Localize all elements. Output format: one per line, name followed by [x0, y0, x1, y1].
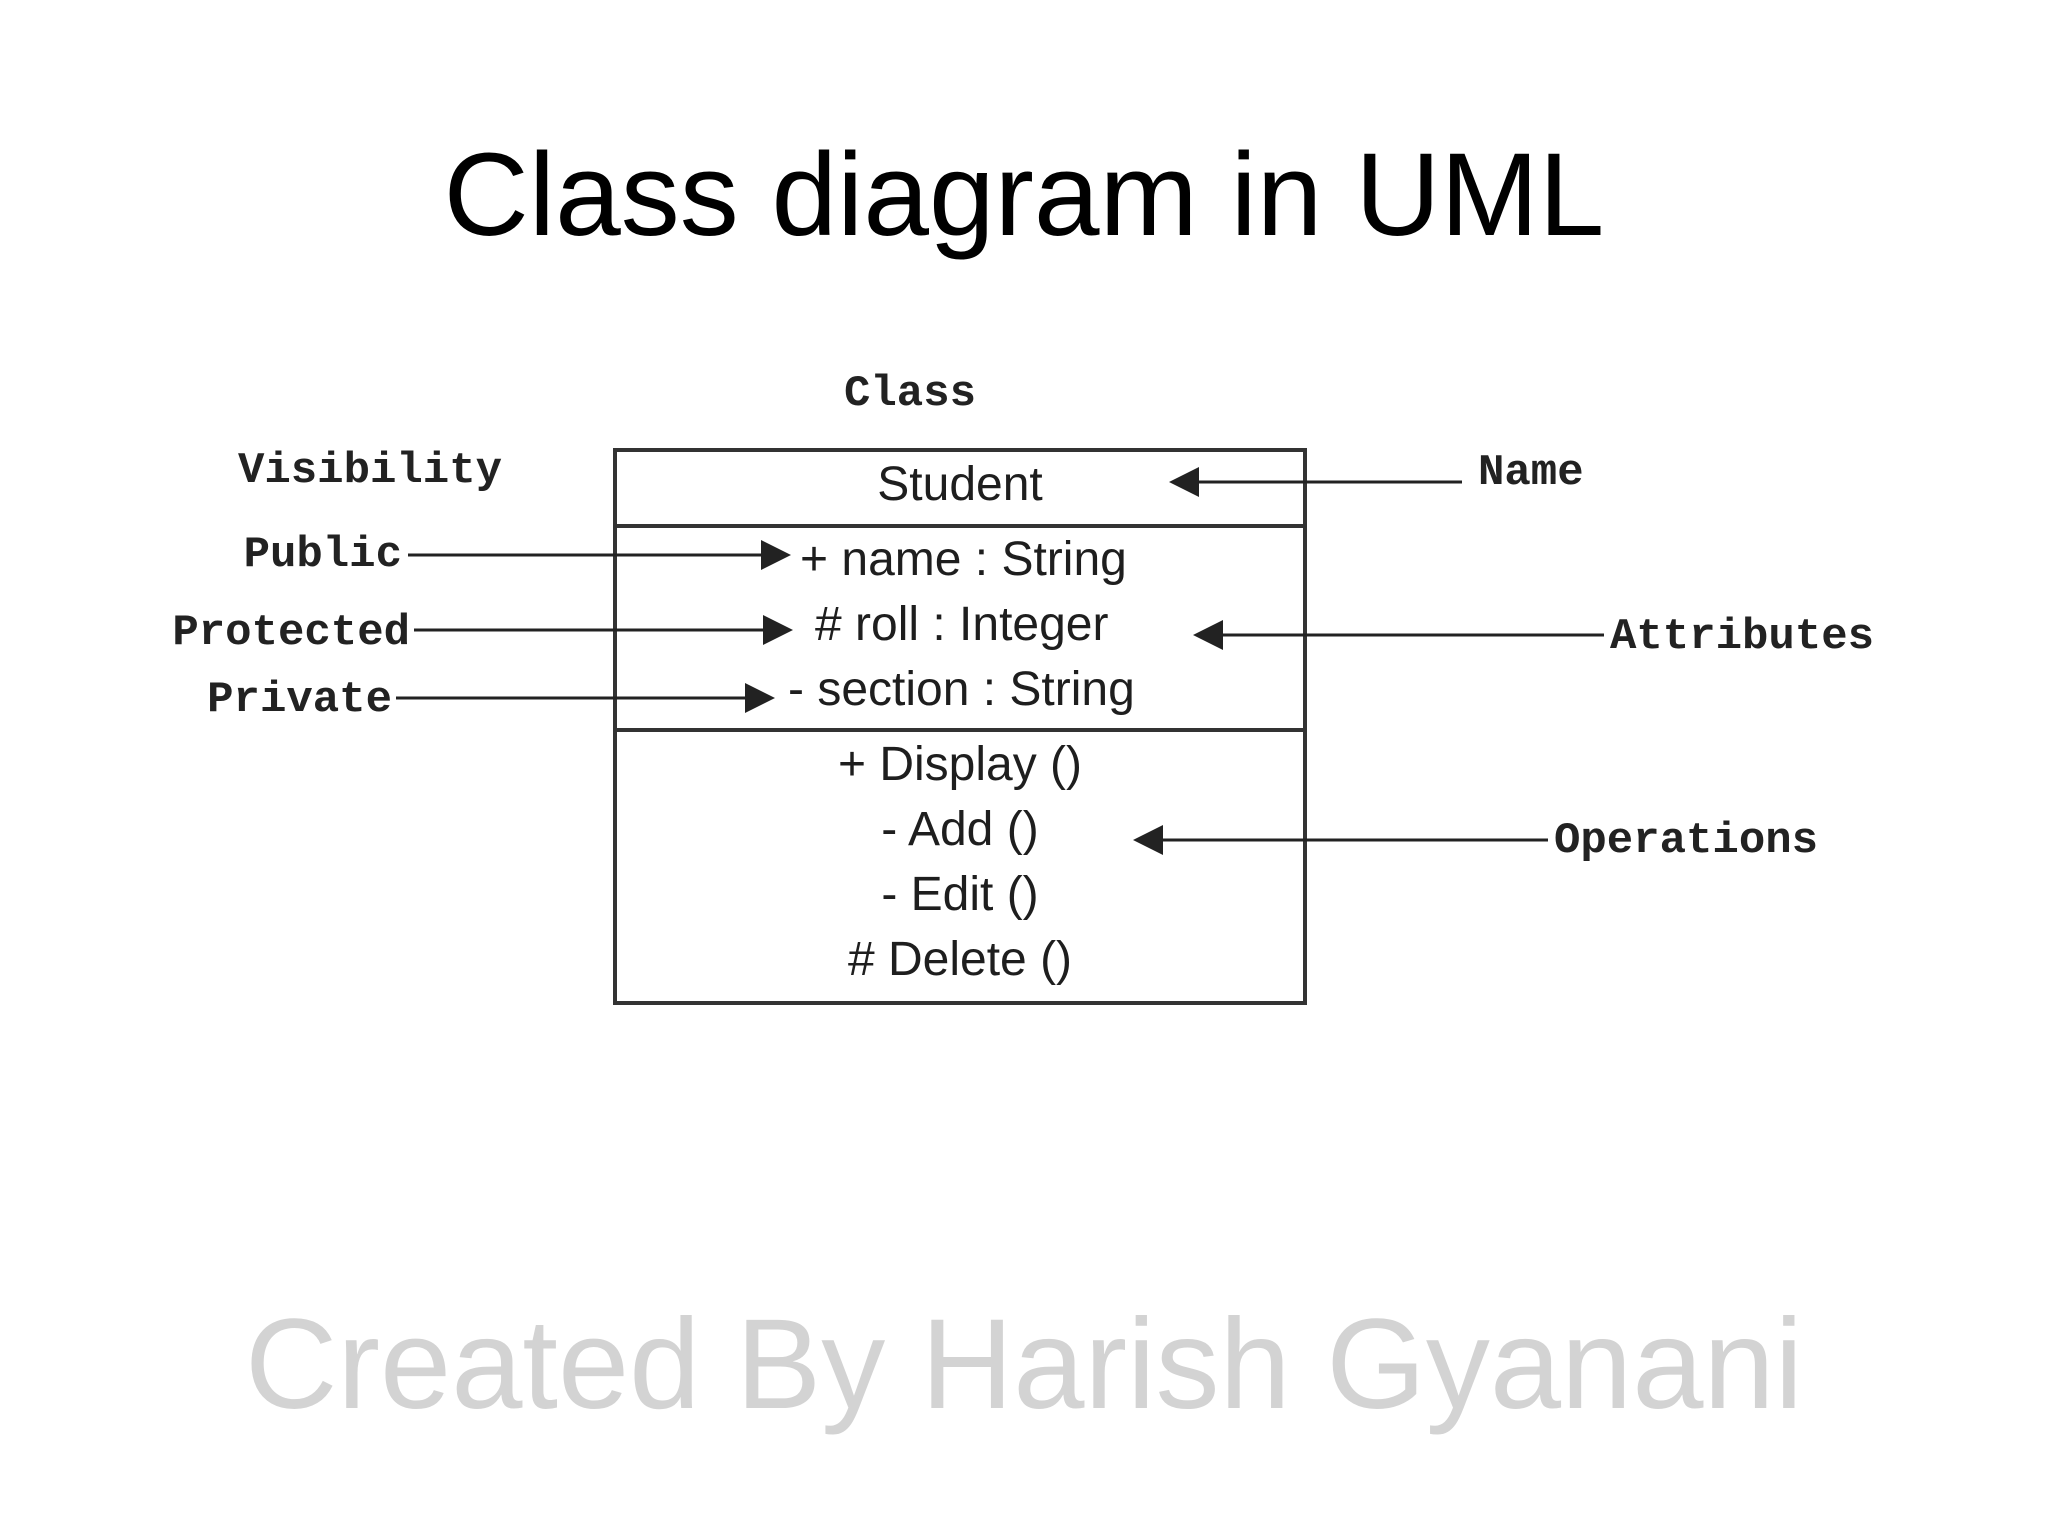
operation-display: + Display () — [838, 738, 1082, 791]
operations-callout: Operations — [1554, 816, 1818, 866]
attribute-protected: # roll : Integer — [815, 598, 1109, 651]
class-name: Student — [877, 458, 1042, 511]
attribute-public: + name : String — [800, 533, 1127, 586]
visibility-private-label: Private — [207, 675, 392, 725]
operation-delete: # Delete () — [848, 933, 1072, 986]
visibility-protected-label: Protected — [172, 608, 410, 658]
attributes-callout: Attributes — [1610, 612, 1874, 662]
class-box: Student + name : String # roll : Integer… — [613, 448, 1307, 1005]
visibility-public-label: Public — [244, 530, 402, 580]
attribute-private: - section : String — [788, 663, 1135, 716]
name-callout: Name — [1478, 448, 1584, 498]
slide-title: Class diagram in UML — [443, 129, 1605, 261]
class-label: Class — [844, 369, 976, 419]
class-box-frame — [613, 448, 1307, 1005]
visibility-label: Visibility — [238, 446, 502, 496]
operation-add: - Add () — [881, 803, 1038, 856]
operation-edit: - Edit () — [881, 868, 1038, 921]
footer-watermark: Created By Harish Gyanani — [244, 1293, 1804, 1436]
